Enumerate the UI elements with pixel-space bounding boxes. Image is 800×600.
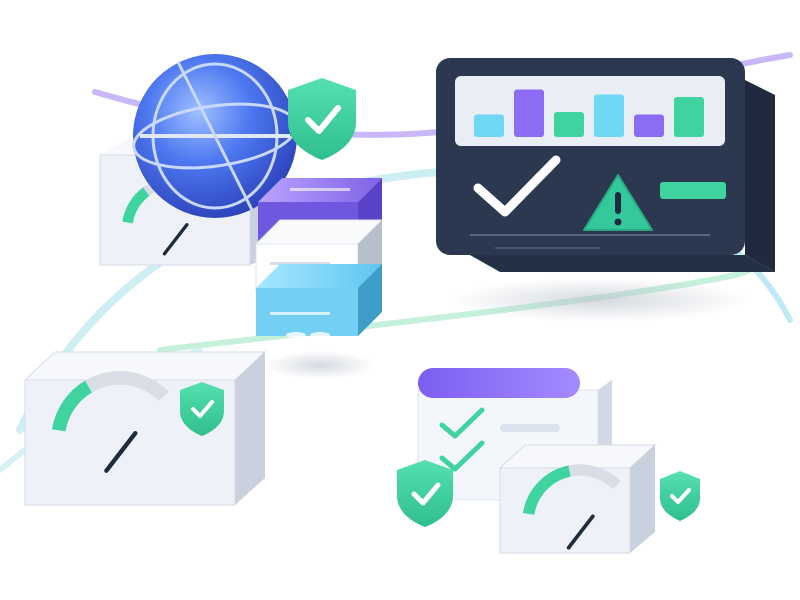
server-block-blue (256, 264, 382, 338)
gauge-icon (52, 371, 169, 473)
warning-triangle-icon (583, 174, 653, 231)
gauge-needle (566, 514, 595, 550)
dashboard-panel (436, 58, 775, 272)
bar-chart-card (455, 76, 725, 146)
stack-shadow (265, 351, 375, 379)
gauge-box-bottom-right (498, 444, 657, 554)
shield-check-icon (660, 471, 700, 521)
dashboard-bar-2 (514, 89, 544, 137)
gauge-needle (162, 223, 189, 256)
status-pill (660, 182, 726, 199)
shield-check-icon (397, 460, 453, 527)
dashboard-bar-4 (594, 94, 624, 137)
checklist-header (418, 368, 580, 398)
check-icon (439, 440, 485, 472)
gauge-icon (522, 464, 621, 550)
gauge-fill (522, 465, 571, 516)
server-stack (254, 178, 384, 338)
gauge-fill (52, 380, 93, 432)
shield-check-icon (180, 382, 224, 436)
dashboard-bar-3 (554, 112, 584, 137)
gauge-needle (104, 431, 138, 473)
checklist-line (500, 424, 560, 432)
globe-icon (132, 54, 298, 218)
check-icon (473, 155, 561, 217)
dashboard-bar-5 (634, 114, 664, 137)
gauge-fill (122, 187, 150, 224)
dashboard-bar-6 (674, 97, 704, 137)
dashboard-bar-1 (474, 114, 504, 137)
gauge-box-bottom-left (23, 351, 267, 506)
shield-check-icon (288, 78, 356, 160)
dashboard-shadow (450, 278, 750, 322)
check-icon (439, 407, 485, 439)
